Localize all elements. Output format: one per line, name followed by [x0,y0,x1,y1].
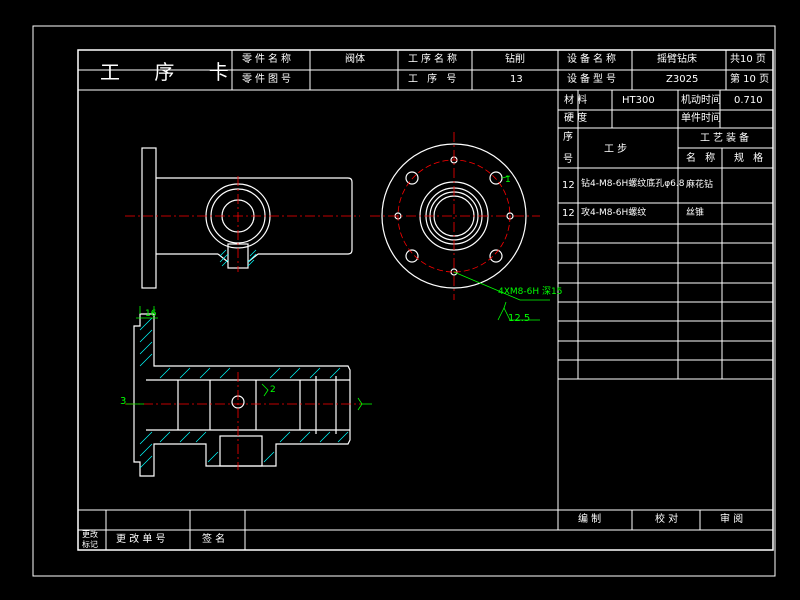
material-label: 材 料 [564,95,588,106]
step-row-2-no: 12 [562,208,575,219]
material-value: HT300 [622,95,655,106]
tool-spec-header: 规 格 [734,153,767,164]
side-view [125,147,360,289]
equip-name-value: 摇臂钻床 [657,54,697,65]
step-row-1-tool: 麻花钻 [686,180,714,190]
machine-time-label: 机动时间 [681,95,721,106]
end-view [370,132,550,321]
seq-label-bottom: 号 [563,154,573,165]
change-mark-top: 更改 [82,530,98,539]
mark-1: 1 [505,175,511,185]
machine-time-value: 0.710 [734,95,763,106]
header-grid [78,50,773,91]
card-title: 工 序 卡 [100,60,243,84]
step-row-1-desc: 钻4-M8-6H螺纹底孔φ6.8 [581,179,685,189]
hardness-label: 硬 度 [564,113,588,124]
equip-model-value: Z3025 [666,74,699,85]
step-header: 工 步 [604,144,628,155]
compile-label: 编 制 [578,514,602,525]
op-name-value: 钻削 [505,54,525,65]
audit-label: 审 阅 [720,514,744,525]
op-no-value: 13 [510,74,523,85]
op-no-label: 工 序 号 [408,74,460,85]
step-table-grid [557,90,773,510]
unit-time-label: 单件时间 [681,113,721,124]
page-number: 第 10 页 [730,74,770,85]
equip-name-label: 设备名称 [567,54,619,65]
check-label: 校 对 [655,514,679,525]
part-no-label: 零件图号 [242,74,294,85]
equip-model-label: 设备型号 [567,74,619,85]
dim-16: 16 [145,309,157,319]
step-row-2-desc: 攻4-M8-6H螺纹 [581,208,647,218]
step-row-1-no: 12 [562,180,575,191]
footer-grid [78,509,773,550]
signature-label: 签 名 [202,534,226,545]
part-name-label: 零件名称 [242,54,294,65]
seq-label-top: 序 [563,132,573,143]
title-frame [77,49,774,551]
equip-header: 工艺装备 [700,133,752,144]
step-row-2-tool: 丝锥 [686,208,705,218]
tool-name-header: 名 称 [686,153,719,164]
change-no-label: 更 改 单 号 [116,534,166,545]
section-hatch [139,317,349,469]
op-name-label: 工序名称 [408,54,460,65]
roughness-value: 12.5 [508,313,531,324]
change-mark-bottom: 标记 [82,540,98,549]
total-pages: 共10 页 [730,54,766,65]
dim-3: 3 [120,396,127,407]
part-name-value: 阀体 [345,54,365,65]
dim-2: 2 [270,385,276,395]
thread-callout: 4XM8-6H 深15 [498,287,563,297]
section-view [125,306,372,477]
